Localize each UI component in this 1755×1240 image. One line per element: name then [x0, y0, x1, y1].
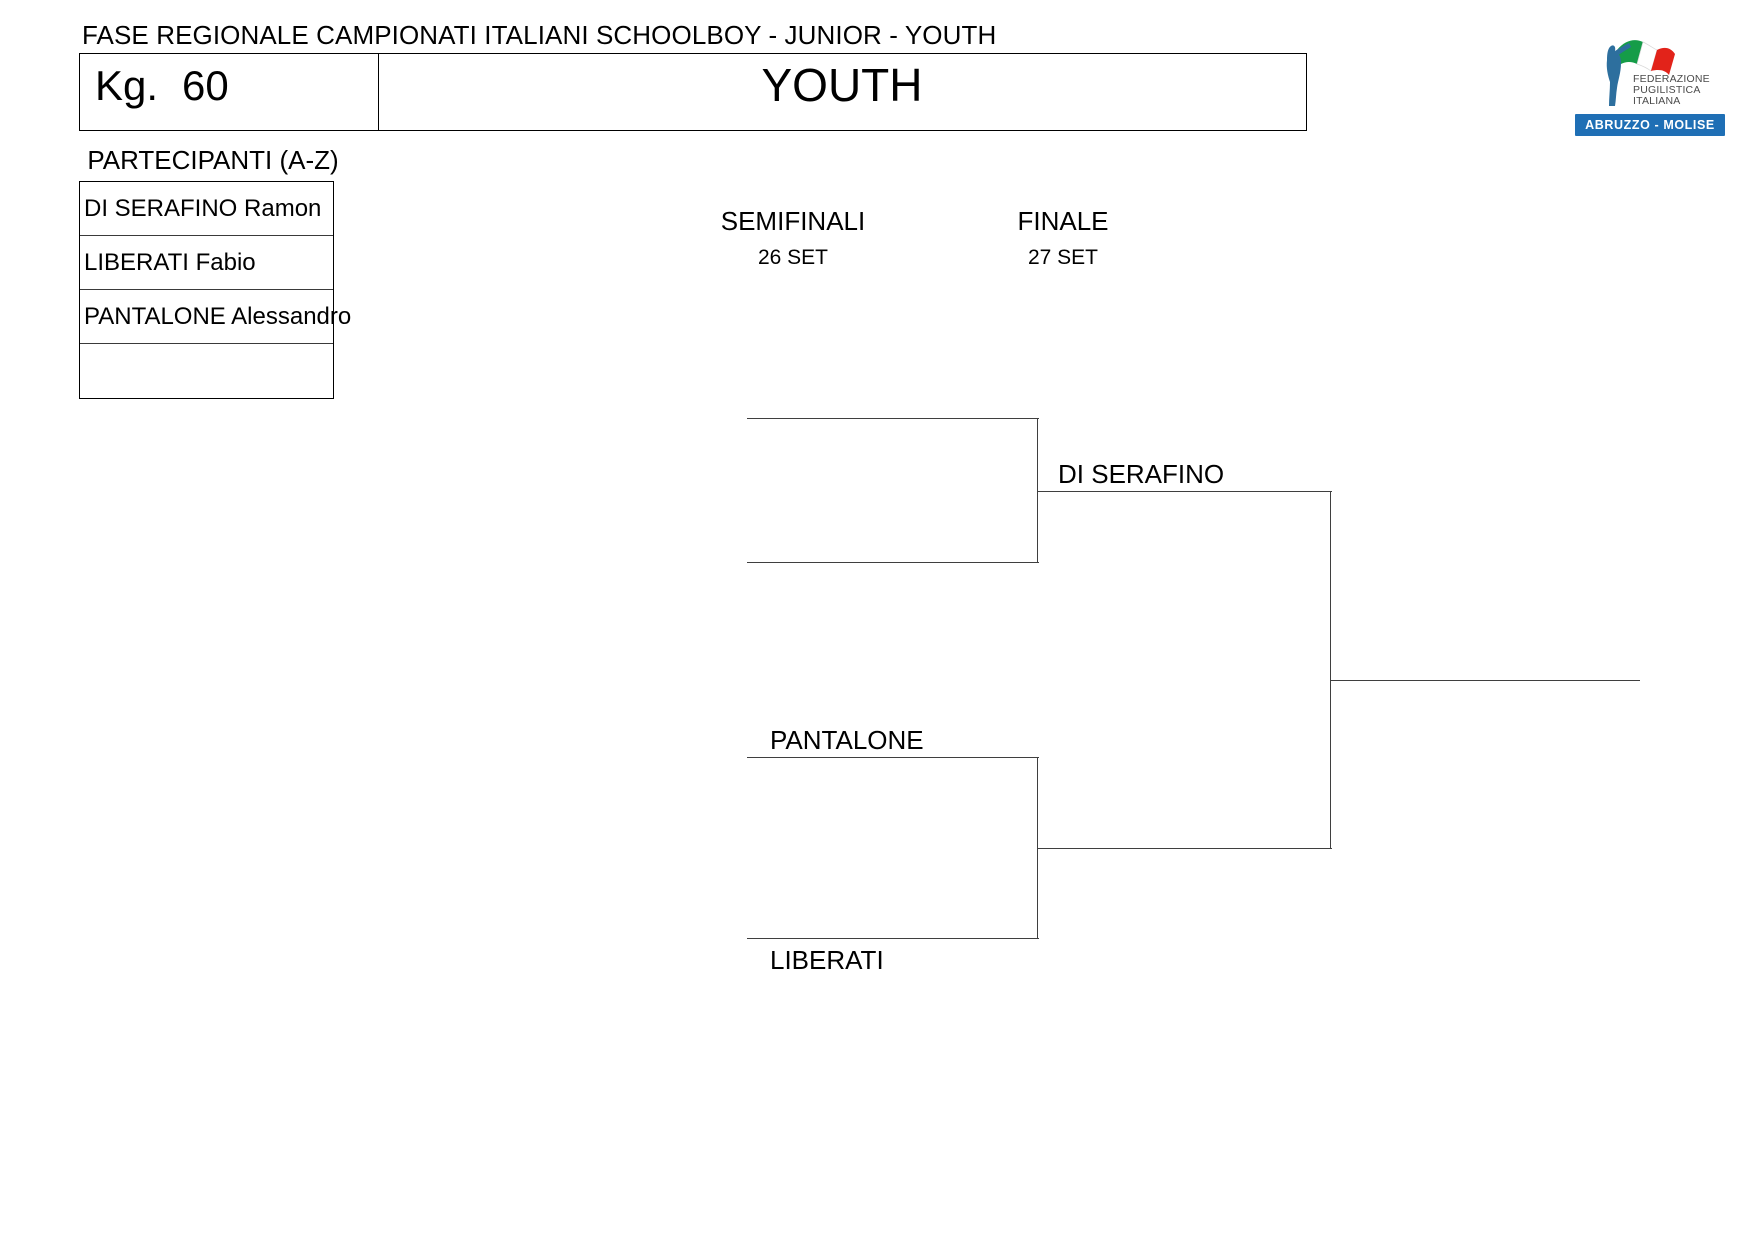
participant-name: DI SERAFINO Ramon	[84, 194, 322, 222]
participant-row-empty[interactable]	[80, 344, 333, 398]
page-title: FASE REGIONALE CAMPIONATI ITALIANI SCHOO…	[82, 20, 997, 50]
round-date: 26 SET	[757, 246, 829, 269]
round-header-final: FINALE 27 SET	[955, 206, 1171, 270]
region-banner: ABRUZZO - MOLISE	[1575, 114, 1725, 136]
semifinal-2-bottom-competitor[interactable]: LIBERATI	[770, 945, 884, 975]
final-bottom-slot-line	[1037, 848, 1332, 849]
header-band-divider	[378, 53, 379, 131]
federation-logo: FEDERAZIONE PUGILISTICA ITALIANA ABRUZZO…	[1571, 18, 1729, 136]
round-date: 27 SET	[1027, 246, 1099, 269]
semifinal-2-bottom-slot-line	[747, 938, 1039, 939]
semifinal-2-top-competitor[interactable]: PANTALONE	[770, 725, 924, 755]
round-name: FINALE	[1017, 206, 1109, 236]
federation-line-3: ITALIANA	[1633, 95, 1681, 107]
participant-name: PANTALONE Alessandro	[84, 302, 352, 330]
header-band	[79, 53, 1307, 131]
participant-row[interactable]: DI SERAFINO Ramon	[80, 182, 333, 236]
weight-class-label: Kg.	[95, 62, 159, 109]
participant-name: LIBERATI Fabio	[84, 248, 256, 276]
final-top-competitor[interactable]: DI SERAFINO	[1058, 459, 1225, 489]
weight-class-value: 60	[182, 62, 229, 109]
champion-slot-line	[1330, 680, 1640, 681]
category-title: YOUTH	[761, 59, 923, 111]
fpi-emblem-icon: FEDERAZIONE PUGILISTICA ITALIANA	[1606, 40, 1710, 107]
federation-line-1: FEDERAZIONE	[1633, 73, 1710, 85]
federation-line-2: PUGILISTICA	[1633, 84, 1701, 96]
participants-table: DI SERAFINO Ramon LIBERATI Fabio PANTALO…	[79, 181, 351, 399]
semifinal-2-top-slot-line	[747, 757, 1039, 758]
round-name: SEMIFINALI	[720, 206, 866, 236]
final-top-slot-line	[1037, 491, 1332, 492]
participant-row[interactable]: LIBERATI Fabio	[80, 236, 333, 290]
semifinal-1-top-slot-line	[747, 418, 1039, 419]
semifinal-1-connector	[1037, 418, 1038, 563]
round-header-semifinals: SEMIFINALI 26 SET	[660, 206, 926, 270]
semifinal-1-bottom-slot-line	[747, 562, 1039, 563]
participants-heading: PARTECIPANTI (A-Z)	[87, 145, 339, 175]
region-banner-label: ABRUZZO - MOLISE	[1585, 118, 1715, 132]
final-connector	[1330, 491, 1331, 849]
participant-row[interactable]: PANTALONE Alessandro	[80, 290, 351, 344]
weight-class-cell: Kg. 60	[95, 62, 229, 110]
